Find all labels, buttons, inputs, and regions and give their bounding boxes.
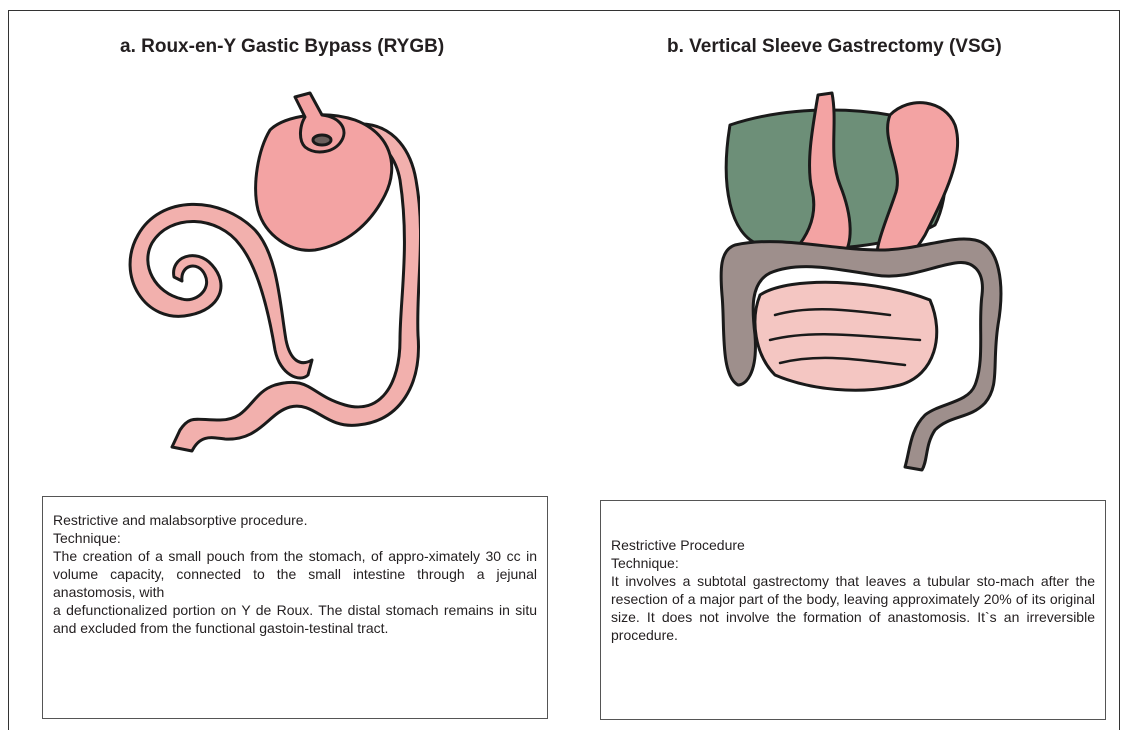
vsg-description-box: Restrictive Procedure Technique: It invo… [600, 500, 1106, 720]
rygb-description-box: Restrictive and malabsorptive procedure.… [42, 496, 548, 719]
panel-b-title: b. Vertical Sleeve Gastrectomy (VSG) [667, 36, 1002, 58]
panel-a-title: a. Roux-en-Y Gastic Bypass (RYGB) [120, 36, 444, 58]
rygb-line-2: Technique: [53, 529, 537, 547]
rygb-illustration [100, 85, 420, 465]
rygb-line-4: a defunctionalized portion on Y de Roux.… [53, 601, 537, 637]
vsg-line-2: Technique: [611, 554, 1095, 572]
vsg-line-1: Restrictive Procedure [611, 536, 1095, 554]
vsg-line-3: It involves a subtotal gastrectomy that … [611, 572, 1095, 644]
vsg-illustration [700, 85, 1020, 475]
rygb-line-3: The creation of a small pouch from the s… [53, 547, 537, 601]
rygb-line-1: Restrictive and malabsorptive procedure. [53, 511, 537, 529]
